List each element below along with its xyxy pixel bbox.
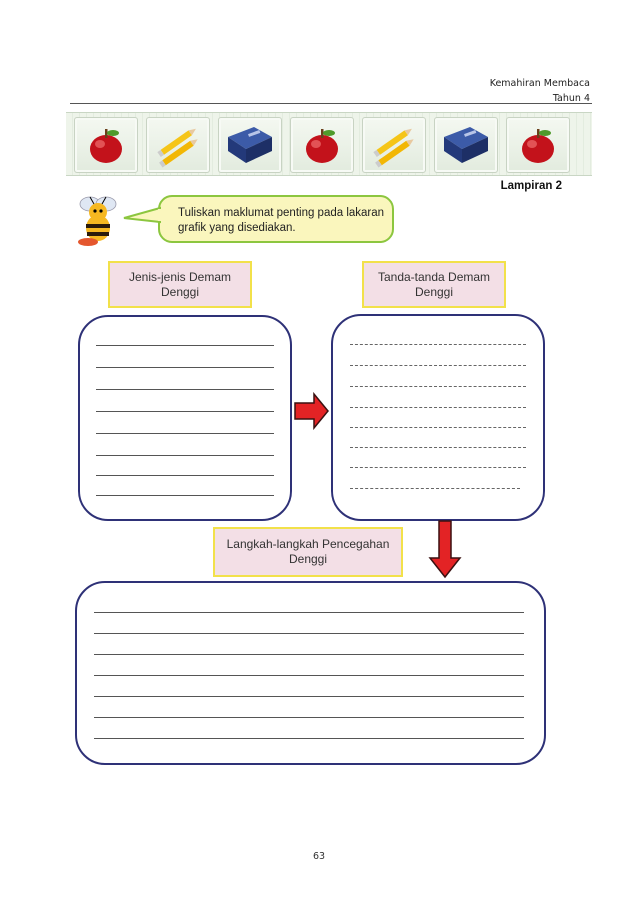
answer-line xyxy=(96,455,274,456)
types-label-box: Jenis-jenis Demam Denggi xyxy=(108,261,252,308)
prevention-label: Langkah-langkah Pencegahan Denggi xyxy=(226,537,390,566)
answer-line xyxy=(94,675,524,676)
down-arrow-icon xyxy=(428,520,462,579)
answer-line xyxy=(96,345,274,346)
apple-icon xyxy=(74,117,138,173)
symptoms-label-box: Tanda-tanda Demam Denggi xyxy=(362,261,506,308)
answer-line xyxy=(350,488,520,489)
answer-line xyxy=(350,447,526,448)
answer-line xyxy=(96,433,274,434)
apple-icon xyxy=(506,117,570,173)
answer-line xyxy=(350,467,526,468)
header-grade: Tahun 4 xyxy=(552,93,590,104)
page-number: 63 xyxy=(312,851,326,862)
prevention-label-box: Langkah-langkah Pencegahan Denggi xyxy=(213,527,403,577)
answer-line xyxy=(94,738,524,739)
answer-line xyxy=(96,411,274,412)
answer-line xyxy=(350,427,526,428)
answer-line xyxy=(94,717,524,718)
pencils-icon xyxy=(362,117,426,173)
answer-line xyxy=(96,389,274,390)
answer-line xyxy=(96,475,274,476)
symptoms-answer-panel[interactable] xyxy=(331,314,545,521)
right-arrow-icon xyxy=(294,392,329,430)
answer-line xyxy=(94,654,524,655)
answer-line xyxy=(350,365,526,366)
answer-line xyxy=(94,696,524,697)
bee-mascot-icon xyxy=(72,192,124,246)
symptoms-label: Tanda-tanda Demam Denggi xyxy=(377,269,491,299)
instruction-bubble: Tuliskan maklumat penting pada lakaran g… xyxy=(158,195,394,243)
instruction-text: Tuliskan maklumat penting pada lakaran g… xyxy=(178,207,385,234)
bubble-tail xyxy=(123,206,162,224)
header-subject: Kemahiran Membaca xyxy=(489,78,590,89)
answer-line xyxy=(350,407,526,408)
answer-line xyxy=(94,612,524,613)
types-answer-panel[interactable] xyxy=(78,315,292,521)
apple-icon xyxy=(290,117,354,173)
decorative-banner xyxy=(66,112,592,176)
answer-line xyxy=(350,386,526,387)
prevention-answer-panel[interactable] xyxy=(75,581,546,765)
book-icon xyxy=(218,117,282,173)
appendix-label: Lampiran 2 xyxy=(500,180,562,192)
answer-line xyxy=(96,495,274,496)
header-divider xyxy=(70,103,592,104)
pencils-icon xyxy=(146,117,210,173)
answer-line xyxy=(350,344,526,345)
answer-line xyxy=(96,367,274,368)
book-icon xyxy=(434,117,498,173)
types-label: Jenis-jenis Demam Denggi xyxy=(128,269,232,299)
answer-line xyxy=(94,633,524,634)
